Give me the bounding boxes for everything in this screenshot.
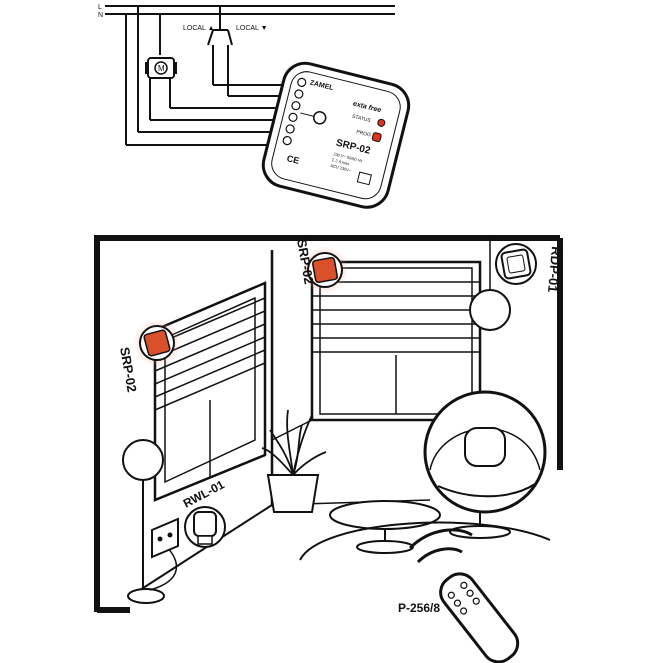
rdp-label: RDP-01 (545, 246, 564, 293)
room-scene (94, 235, 563, 613)
back-window (310, 260, 482, 422)
wall-socket (151, 517, 179, 559)
room-frame (94, 235, 560, 612)
remote-control (408, 528, 520, 663)
rwl-device (184, 506, 226, 548)
motor-symbol: M (145, 57, 177, 79)
plant-leaves (261, 409, 327, 476)
srp-top-label: SRP-02 (294, 238, 317, 285)
rdp-device (495, 243, 537, 285)
srp-top-device (301, 246, 349, 294)
switch-blade-down (227, 29, 233, 46)
status-led (377, 118, 386, 127)
ceiling-lamp (469, 289, 511, 331)
remote-label: P-256/8 (398, 601, 440, 615)
switch-blade-up (207, 29, 214, 46)
coffee-table (329, 500, 441, 530)
phase-n-label: N (98, 12, 103, 19)
chair-cushion (464, 427, 506, 467)
floor-lamp-shade (122, 439, 164, 481)
local-down-label: LOCAL ▼ (236, 25, 268, 32)
module-prog-label: PROG (356, 129, 372, 138)
ce-mark: CE (286, 153, 301, 166)
rug (299, 521, 551, 561)
prog-button (371, 132, 382, 143)
srp-left-device (133, 319, 181, 367)
signal-wave-inner (416, 547, 463, 564)
module-terminals (282, 77, 307, 146)
back-blind-slats (312, 281, 480, 353)
motor-label: M (158, 64, 165, 73)
phase-l-label: L (98, 4, 102, 11)
local-up-label: LOCAL ▲ (183, 25, 215, 32)
module-qr-icon (356, 171, 373, 186)
srp-module: ZAMEL exta free STATUS PROG SRP-02 230 V… (261, 61, 411, 209)
remote-buttons (447, 581, 480, 615)
module-spec-3: ACU 230V~ (330, 163, 352, 173)
plant-pot (266, 474, 320, 513)
wiring-diagram (105, 5, 395, 146)
rwl-label: RWL-01 (181, 477, 227, 510)
module-status-label: STATUS (351, 114, 372, 125)
module-spec-2: Σ 2 A max (331, 157, 350, 166)
floor-lamp-base (127, 588, 165, 604)
signal-wave-outer (408, 528, 473, 550)
